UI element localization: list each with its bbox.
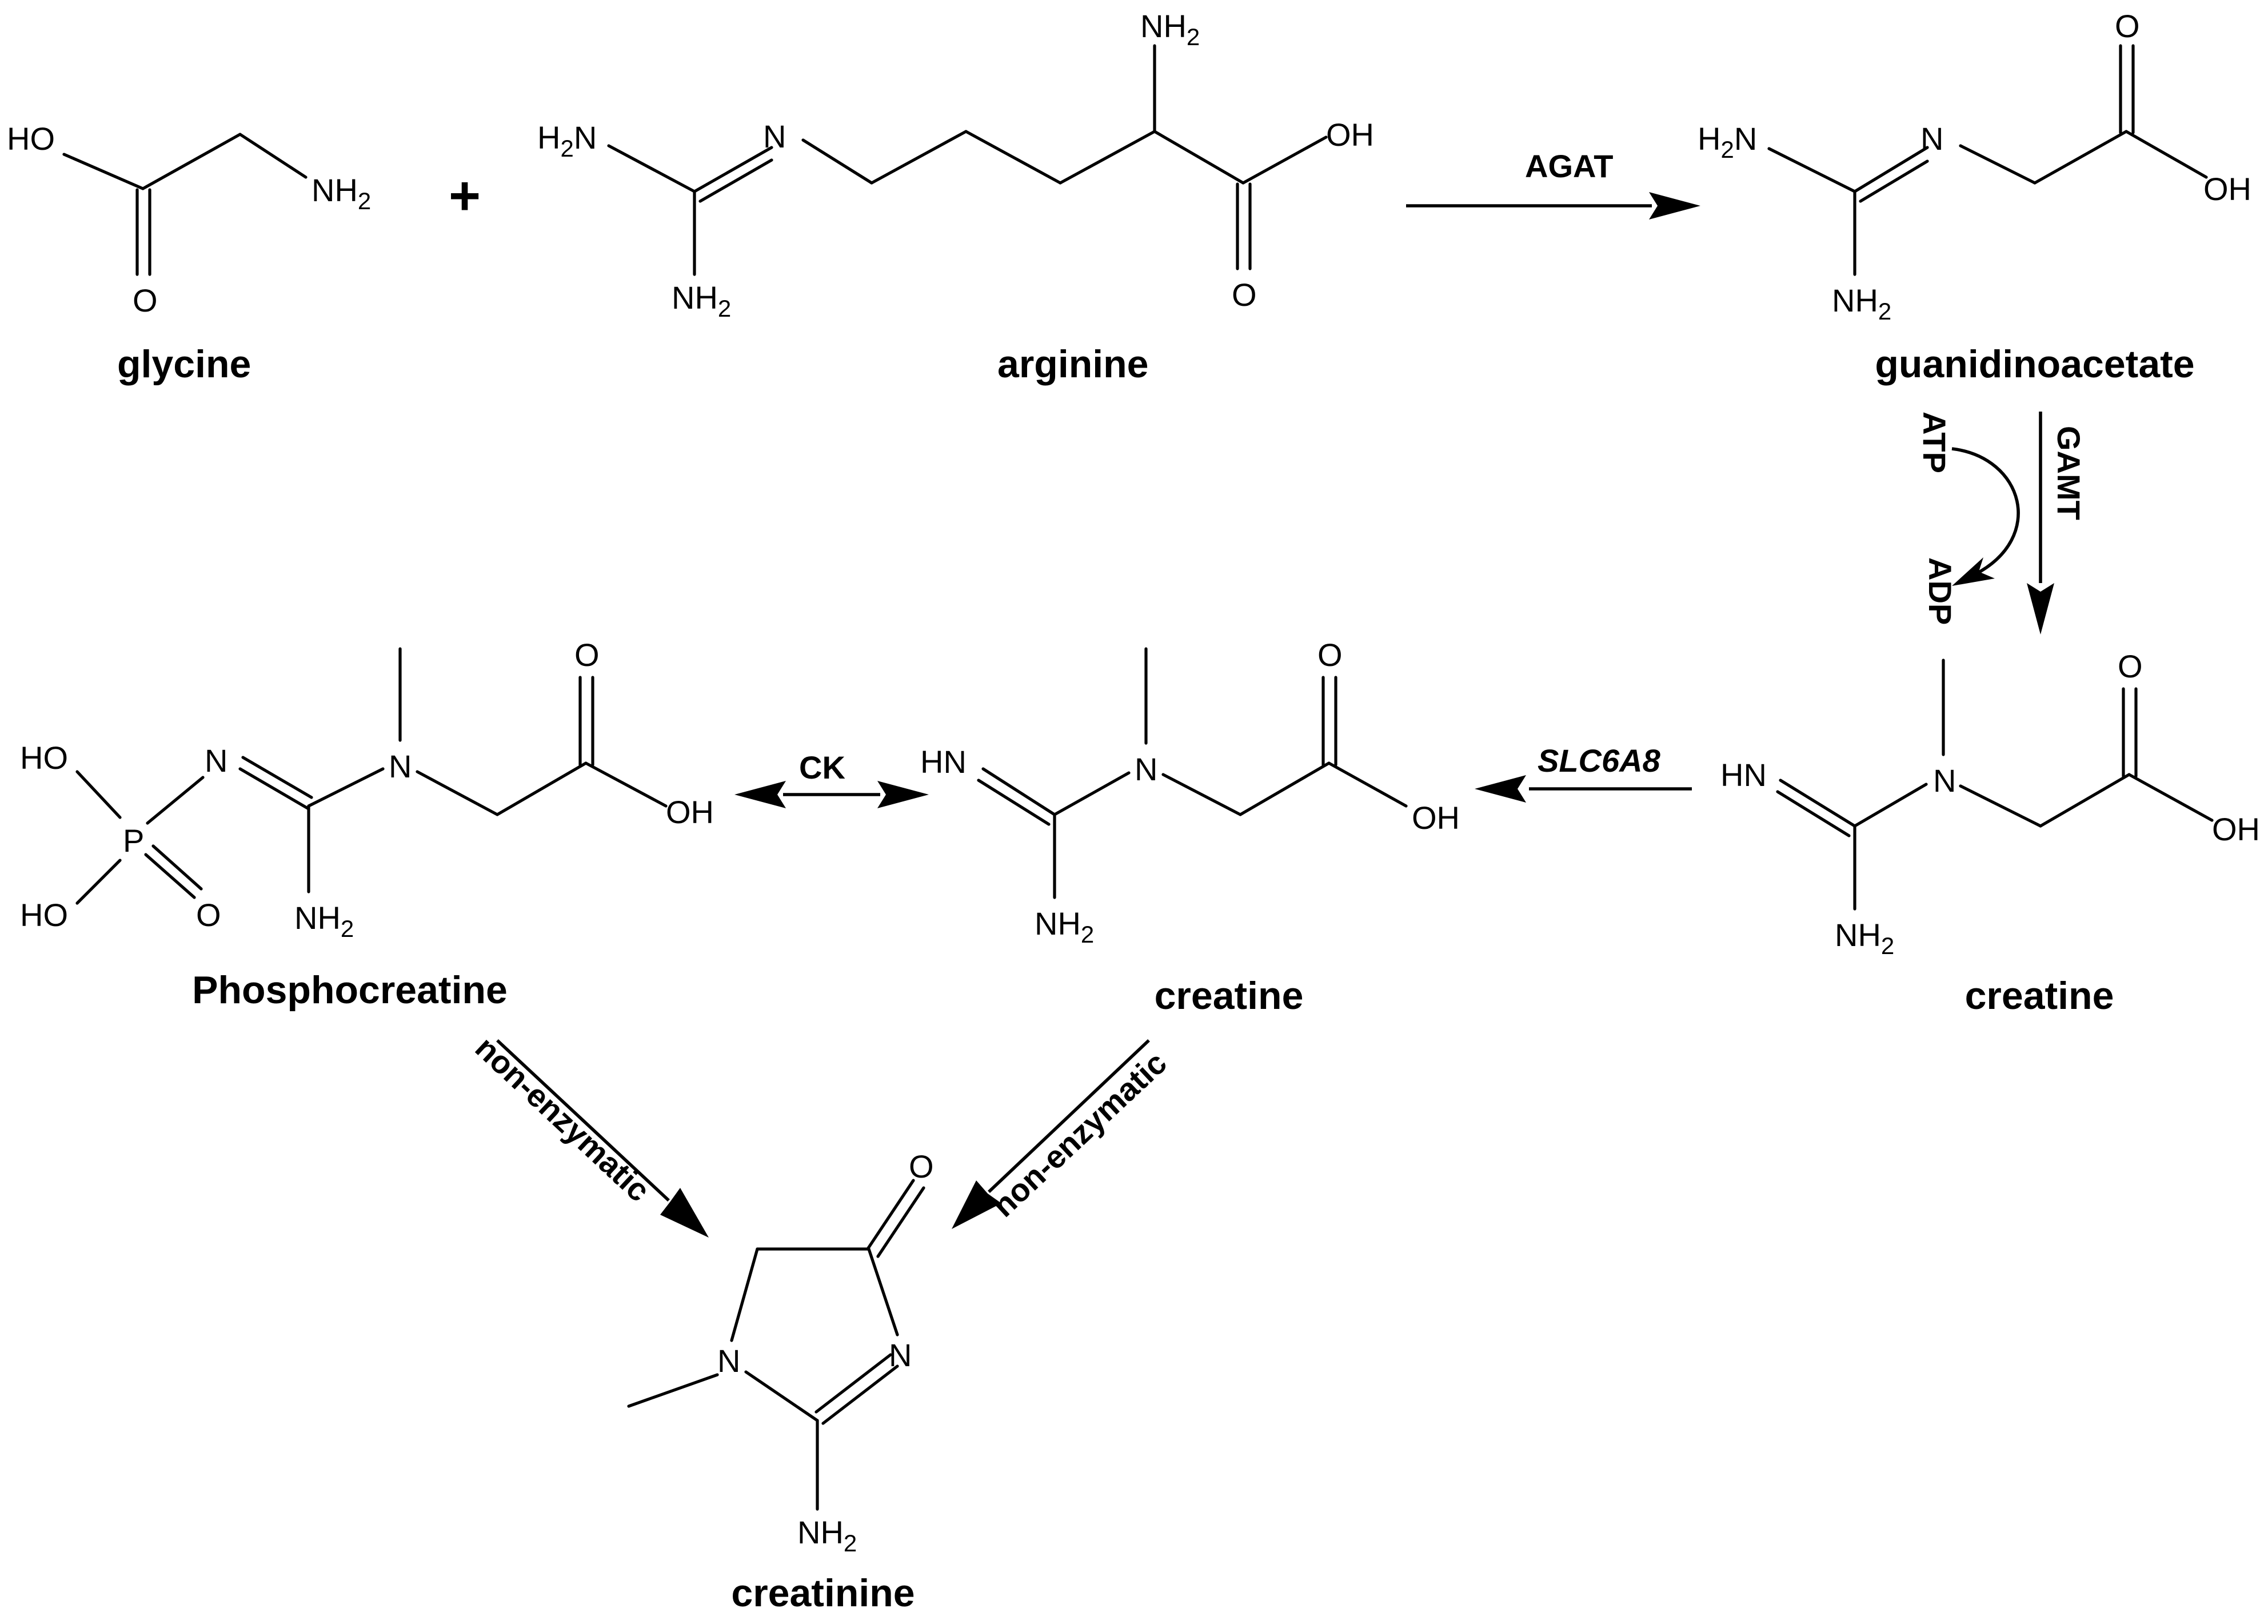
- guanidinoacetate-structure: H2N N NH2 O OH: [1698, 8, 2251, 325]
- arginine-name: arginine: [997, 342, 1149, 386]
- phosphocreatine-p-label: P: [123, 823, 144, 859]
- non-enzymatic-left-label: non-enzymatic: [469, 1030, 657, 1208]
- creatinine-o-label: O: [909, 1148, 934, 1184]
- slc6a8-label: SLC6A8: [1538, 743, 1661, 779]
- creatine-middle-oh-label: OH: [1412, 800, 1460, 836]
- plus-sign: +: [449, 165, 481, 226]
- glycine-ho-label: HO: [7, 121, 55, 157]
- ck-arrow: [734, 781, 929, 808]
- arginine-nh2-bottom-label: NH2: [672, 280, 731, 322]
- slc6a8-arrow: [1475, 775, 1692, 803]
- arginine-oh-label: OH: [1326, 117, 1374, 153]
- guanidinoacetate-n-label: N: [1920, 121, 1943, 157]
- creatine-right-hn-label: HN: [1720, 757, 1767, 793]
- phosphocreatine-nh2-label: NH2: [294, 900, 354, 942]
- arginine-nh2-top-label: NH2: [1140, 8, 1200, 50]
- gamt-arrow: [2027, 412, 2054, 635]
- creatinine-name: creatinine: [731, 1571, 915, 1615]
- creatine-middle-name: creatine: [1155, 974, 1304, 1018]
- creatine-middle-hn-label: HN: [920, 744, 967, 780]
- guanidinoacetate-name: guanidinoacetate: [1875, 342, 2194, 386]
- creatine-middle-nh2-label: NH2: [1035, 905, 1094, 948]
- arginine-h2n-label: H2N: [537, 119, 597, 162]
- non-enzymatic-arrow-left: [496, 1039, 709, 1238]
- creatine-right-n-label: N: [1933, 763, 1956, 799]
- creatine-right-structure: N HN O OH NH2: [1720, 648, 2260, 959]
- glycine-structure: HO NH2 O: [7, 121, 371, 318]
- agat-arrow: [1406, 192, 1700, 220]
- guanidinoacetate-oh-label: OH: [2203, 171, 2251, 207]
- phosphocreatine-ho-bottom-label: HO: [20, 897, 68, 933]
- gamt-label: GAMT: [2051, 426, 2087, 520]
- glycine-nh2-label: NH2: [312, 172, 371, 214]
- creatine-right-nh2-label: NH2: [1835, 917, 1894, 959]
- guanidinoacetate-nh2-label: NH2: [1832, 282, 1891, 325]
- creatinine-nh2-label: NH2: [797, 1514, 857, 1557]
- phosphocreatine-name: Phosphocreatine: [192, 968, 508, 1012]
- arginine-structure: H2N N NH2 NH2 OH O: [537, 8, 1374, 322]
- phosphocreatine-o-label: O: [196, 897, 221, 933]
- ck-label: CK: [799, 749, 845, 785]
- phosphocreatine-ho-top-label: HO: [20, 740, 68, 776]
- creatinine-structure: N N O NH2: [627, 1148, 934, 1557]
- creatine-right-name: creatine: [1965, 974, 2114, 1018]
- adp-label: ADP: [1922, 557, 1958, 625]
- guanidinoacetate-o-label: O: [2115, 8, 2140, 44]
- non-enzymatic-arrow-right: [952, 1039, 1150, 1229]
- non-enzymatic-right-label: non-enzymatic: [985, 1044, 1173, 1223]
- phosphocreatine-carbonyl-o-label: O: [574, 637, 600, 673]
- agat-label: AGAT: [1525, 148, 1614, 184]
- creatine-right-oh-label: OH: [2212, 811, 2260, 847]
- arginine-o-label: O: [1232, 277, 1257, 313]
- atp-adp-curved-arrow: [1951, 447, 2020, 586]
- phosphocreatine-n-label: N: [205, 743, 227, 779]
- creatine-right-o-label: O: [2118, 648, 2143, 684]
- creatine-middle-structure: N HN O OH NH2: [920, 637, 1460, 948]
- creatine-middle-o-label: O: [1317, 637, 1343, 673]
- creatinine-n1-label: N: [717, 1343, 740, 1379]
- glycine-o-label: O: [133, 282, 158, 318]
- arginine-n-label: N: [763, 118, 786, 154]
- phosphocreatine-oh-label: OH: [666, 794, 714, 830]
- phosphocreatine-structure: HO HO P O N N O OH NH2: [20, 637, 714, 942]
- atp-label: ATP: [1916, 412, 1952, 473]
- phosphocreatine-nme-label: N: [389, 748, 412, 784]
- creatinine-n3-label: N: [889, 1337, 912, 1373]
- glycine-name: glycine: [117, 342, 251, 386]
- creatine-middle-n-label: N: [1135, 751, 1157, 787]
- guanidinoacetate-h2n-label: H2N: [1698, 121, 1757, 163]
